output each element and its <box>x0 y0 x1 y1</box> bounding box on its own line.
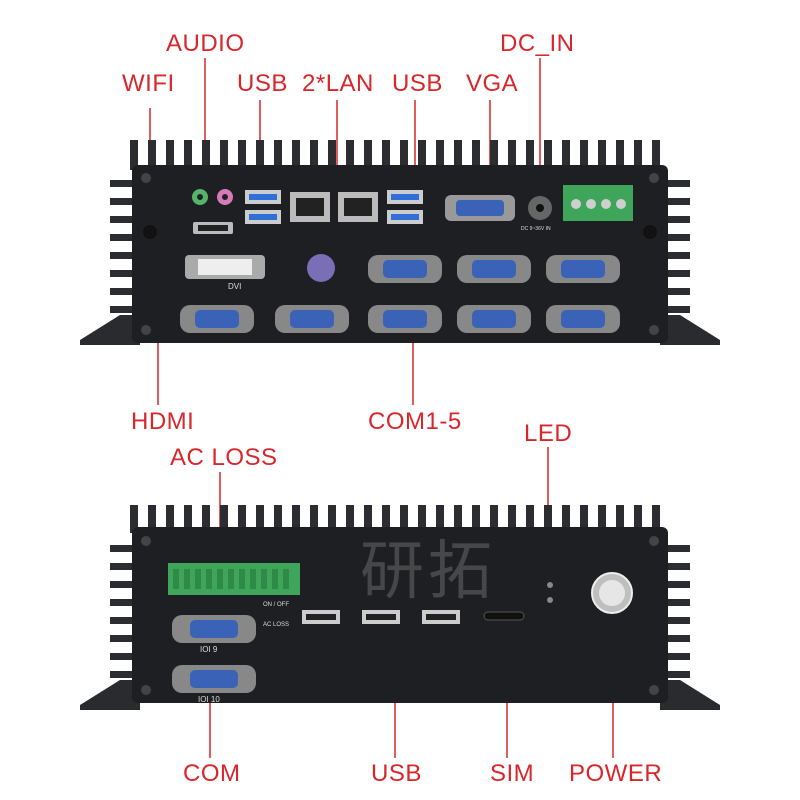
lan-label: 2*LAN <box>302 70 374 97</box>
hdmi-label: HDMI <box>131 408 195 435</box>
ac-loss-label: AC LOSS <box>170 444 278 471</box>
com10-print: IOI 10 <box>198 695 220 704</box>
com-label: COM <box>183 760 241 787</box>
usb-left-label: USB <box>237 70 288 97</box>
led-label: LED <box>524 420 573 447</box>
vga-label: VGA <box>466 70 519 97</box>
power-label: POWER <box>569 760 663 787</box>
usb-label: USB <box>371 760 422 787</box>
com9-print: IOI 9 <box>200 645 218 654</box>
ac-loss-print: AC LOSS <box>263 622 290 628</box>
watermark: 研拓 <box>360 535 496 609</box>
ac-loss-switch-print: ON / OFF <box>263 602 289 608</box>
sim-label: SIM <box>490 760 535 787</box>
dc-spec-print: DC 9~36V IN <box>521 226 551 232</box>
wifi-label: WIFI <box>122 70 175 97</box>
dc-in-label: DC_IN <box>500 30 575 57</box>
top-unit-image <box>80 140 720 345</box>
bottom-unit-image <box>80 505 720 710</box>
dvi-print: DVI <box>228 282 242 291</box>
usb-right-label: USB <box>392 70 443 97</box>
audio-label: AUDIO <box>166 30 245 57</box>
com-group-label: COM1-5 <box>368 408 462 435</box>
